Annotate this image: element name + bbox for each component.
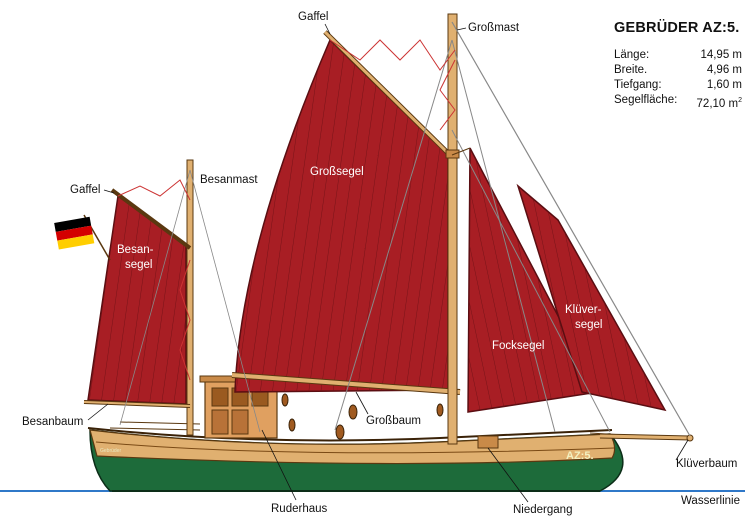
bowsprit	[599, 433, 694, 442]
spec-label: Segelfläche:	[614, 94, 678, 106]
spec-value: 72,10 m2	[697, 93, 742, 112]
spec-value: 14,95 m	[700, 49, 742, 61]
spec-label: Länge:	[614, 49, 650, 61]
jib-sail	[516, 183, 667, 412]
label-grossbaum: Großbaum	[366, 415, 421, 427]
german-flag	[54, 214, 111, 261]
mizzen-gaff	[110, 188, 192, 250]
hull-name-bow: AZ:5.	[566, 450, 594, 462]
spec-row-sail-area: Segelfläche: 72,10 m2	[614, 93, 742, 112]
label-grosssegel: Großsegel	[310, 166, 364, 178]
label-klueverbaum: Klüverbaum	[676, 458, 737, 470]
spec-label: Tiefgang:	[614, 79, 662, 91]
label-kluever-1: Klüver-	[565, 304, 602, 316]
spec-panel: GEBRÜDER AZ:5. Länge: 14,95 m Breite. 4,…	[614, 20, 742, 112]
mizzen-mast	[186, 159, 194, 436]
label-ruderhaus: Ruderhaus	[271, 503, 328, 515]
label-kluever-2: segel	[575, 319, 603, 331]
spec-value: 1,60 m	[706, 79, 742, 91]
spec-row-draft: Tiefgang: 1,60 m	[614, 78, 742, 93]
tackle-blocks	[281, 393, 444, 440]
label-gaffel-main: Gaffel	[298, 11, 328, 23]
companionway	[477, 435, 499, 449]
label-besansegel-1: Besan-	[117, 244, 154, 256]
spec-value-number: 72,10 m	[696, 97, 739, 110]
spec-value-exponent: 2	[738, 97, 742, 104]
label-wasserlinie: Wasserlinie	[681, 495, 740, 507]
label-besansegel-2: segel	[125, 259, 153, 271]
label-grossmast: Großmast	[468, 22, 520, 34]
hull	[87, 427, 624, 492]
hull-name-stern: Gebrüder	[100, 448, 121, 454]
label-niedergang: Niedergang	[513, 504, 572, 516]
rigging	[117, 21, 691, 437]
label-besanmast: Besanmast	[200, 174, 258, 186]
spec-value: 4,96 m	[706, 64, 742, 76]
mizzen-sail	[87, 194, 187, 405]
main-sail	[234, 38, 449, 393]
label-focksegel: Focksegel	[492, 340, 544, 352]
spec-label: Breite.	[614, 64, 648, 76]
spec-row-length: Länge: 14,95 m	[614, 48, 742, 63]
spec-row-beam: Breite. 4,96 m	[614, 63, 742, 78]
spec-title: GEBRÜDER AZ:5.	[614, 20, 740, 36]
main-mast	[445, 13, 460, 445]
label-gaffel-mizzen: Gaffel	[70, 184, 100, 196]
label-besanbaum: Besanbaum	[22, 416, 83, 428]
